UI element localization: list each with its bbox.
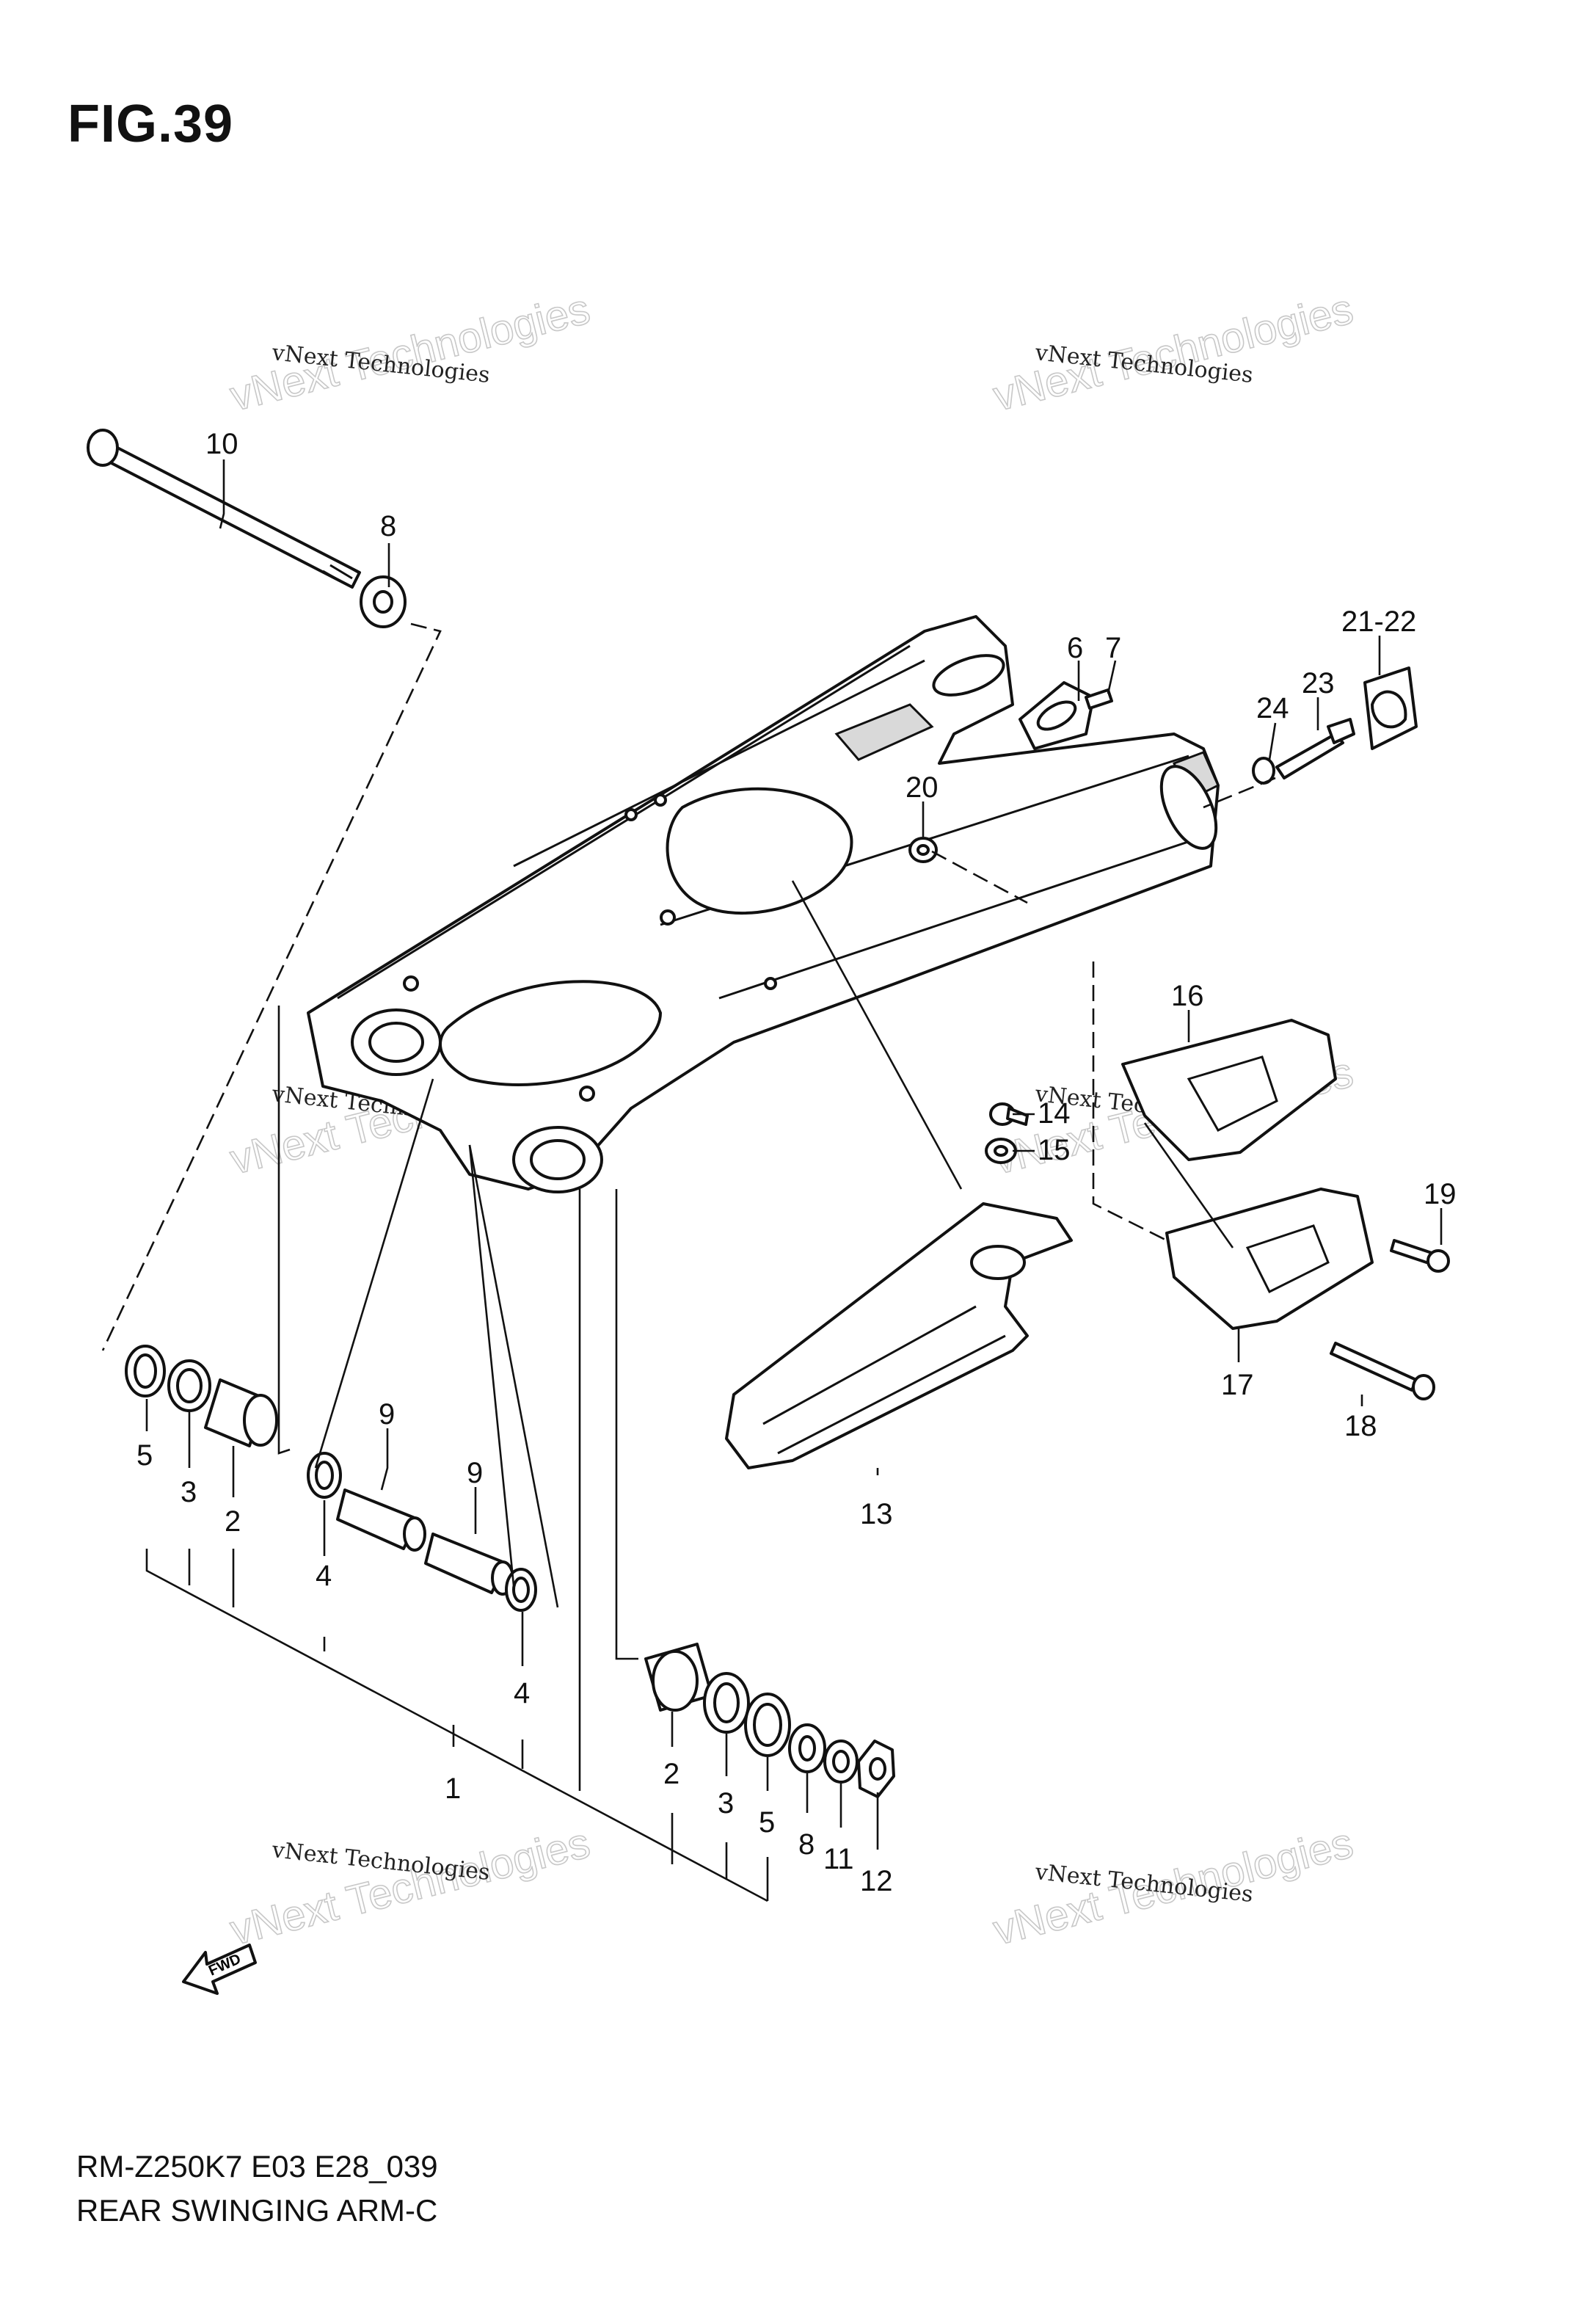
washer-part-8-bottom: [788, 1723, 826, 1773]
callout-21-22: 21-22: [1341, 606, 1416, 638]
callout-leaders: [145, 459, 1443, 1902]
spacer-part-9-a: [336, 1488, 426, 1552]
callout-17: 17: [1221, 1369, 1254, 1401]
callout-5-right: 5: [759, 1806, 775, 1839]
watermark-bottom-left: vNext Technologies vNext Technologies: [225, 1818, 595, 1955]
callout-3-left: 3: [181, 1476, 197, 1508]
figure-title: FIG.39: [68, 95, 234, 153]
callout-23: 23: [1302, 667, 1335, 699]
bolt-part-7: [1085, 688, 1113, 710]
callout-19: 19: [1424, 1178, 1457, 1210]
callout-numbers: 10 8 6 7 21-22 24 23 20 16 14 15 19 17 1…: [136, 428, 1457, 1897]
seal-part-5-right: [744, 1693, 791, 1757]
chain-guide-part-17: [1165, 1188, 1374, 1330]
callout-12: 12: [860, 1865, 893, 1897]
callout-14: 14: [1038, 1097, 1071, 1130]
seal-part-3-left: [167, 1359, 211, 1412]
washer-part-8-top: [360, 575, 407, 628]
nut-part-12: [857, 1740, 895, 1798]
callout-8-top: 8: [380, 510, 396, 542]
spacer-part-9-b: [424, 1533, 514, 1596]
chain-slider-part-13: [725, 1202, 1073, 1469]
callout-18: 18: [1344, 1410, 1377, 1442]
dust-seal-part-4-b: [505, 1568, 537, 1612]
dust-seal-part-4-a: [307, 1452, 342, 1499]
callout-1: 1: [445, 1773, 461, 1805]
watermark-bottom-right: vNext Technologies vNext Technologies: [988, 1818, 1358, 1955]
bolt-part-18: [1330, 1342, 1435, 1400]
watermark-top-left: vNext Technologies vNext Technologies: [225, 284, 595, 421]
bearing-part-2-left: [204, 1378, 278, 1447]
callout-11: 11: [823, 1843, 854, 1875]
bolt-part-23: [1275, 718, 1355, 779]
callout-8-bottom: 8: [798, 1828, 815, 1861]
adjuster-block-part-21-22: [1363, 666, 1418, 750]
section-name: REAR SWINGING ARM-C: [76, 2193, 438, 2228]
model-code: RM-Z250K7 E03 E28_039: [76, 2149, 438, 2184]
nut-part-20: [908, 837, 938, 863]
callout-24: 24: [1256, 692, 1289, 724]
callout-9-b: 9: [467, 1457, 483, 1489]
chain-guide-part-16: [1121, 1019, 1337, 1161]
callout-6: 6: [1067, 632, 1083, 664]
seal-part-3-right: [703, 1672, 750, 1734]
callout-4-a: 4: [316, 1560, 332, 1592]
association-lines: [277, 880, 1234, 1791]
swingarm-body: [307, 615, 1220, 1193]
pivot-shaft-part-10: [87, 429, 361, 589]
watermark-top-right: vNext Technologies vNext Technologies: [988, 284, 1358, 421]
callout-2-left: 2: [225, 1505, 241, 1538]
seal-part-5-left: [125, 1345, 166, 1397]
bearing-part-2-right: [644, 1643, 713, 1712]
washer-part-15: [985, 1138, 1017, 1164]
callout-10: 10: [205, 428, 238, 460]
fwd-arrow-icon: FWD: [182, 1944, 257, 1995]
callout-5-left: 5: [136, 1439, 153, 1472]
bolt-part-19: [1390, 1239, 1450, 1273]
callout-20: 20: [906, 771, 939, 804]
dashed-guides: [101, 622, 1276, 1351]
callout-2-right: 2: [663, 1758, 679, 1790]
callout-13: 13: [860, 1498, 893, 1530]
callout-7: 7: [1105, 632, 1121, 664]
callout-9-a: 9: [379, 1398, 395, 1431]
callout-16: 16: [1171, 980, 1204, 1012]
callout-15: 15: [1038, 1134, 1071, 1166]
callout-3-right: 3: [718, 1787, 734, 1820]
adjuster-plate-part-6: [1019, 681, 1095, 750]
washer-part-11: [823, 1740, 859, 1784]
callout-4-b: 4: [514, 1677, 530, 1709]
